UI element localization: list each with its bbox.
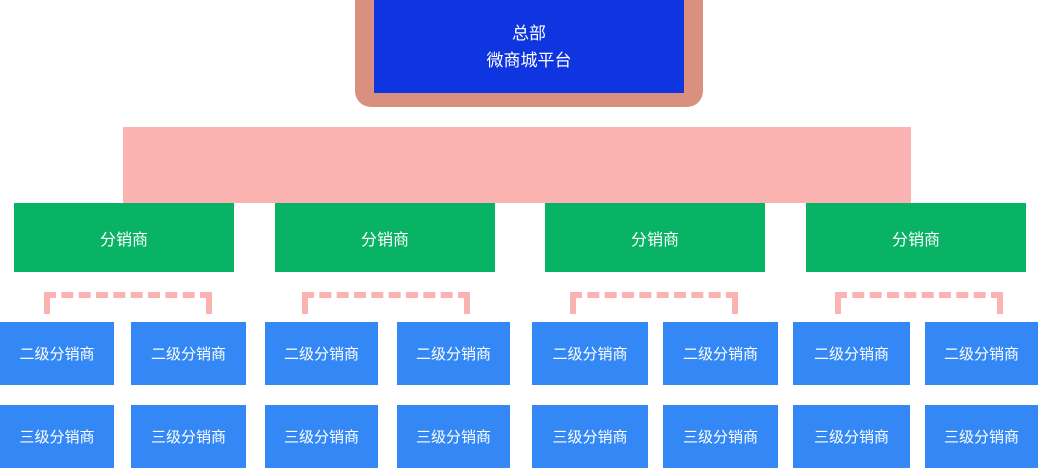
level2-node-2[interactable]: 二级分销商 [131,322,246,385]
level1-node-4[interactable]: 分销商 [806,203,1026,272]
level2-node-3-label: 二级分销商 [283,346,359,363]
level3-node-6[interactable]: 三级分销商 [663,405,778,468]
level1-node-4-label: 分销商 [891,231,940,249]
bracket-2-horizontal-line [302,292,470,298]
level2-node-4[interactable]: 二级分销商 [397,322,510,385]
level1-node-1-label: 分销商 [99,231,148,249]
root-node-line1: 总部 [512,23,546,43]
level3-node-3-label: 三级分销商 [283,429,359,446]
level1-node-3[interactable]: 分销商 [545,203,765,272]
level1-to-level2-bracket-2 [302,292,470,314]
root-node-line2: 微商城平台 [486,50,572,70]
level2-node-5-label: 二级分销商 [552,346,628,363]
level2-node-7[interactable]: 二级分销商 [793,322,910,385]
bracket-4-horizontal-line [835,292,1003,298]
level1-node-1[interactable]: 分销商 [14,203,234,272]
bracket-1-right-stub [206,298,212,314]
root-to-level1-connector-bar [123,127,911,203]
level3-node-5-label: 三级分销商 [552,429,628,446]
bracket-1-horizontal-line [44,292,212,298]
level3-node-1[interactable]: 三级分销商 [0,405,114,468]
bracket-3-horizontal-line [570,292,738,298]
level3-node-7-label: 三级分销商 [813,429,889,446]
level1-to-level2-bracket-3 [570,292,738,314]
level3-node-4[interactable]: 三级分销商 [397,405,510,468]
level2-node-2-label: 二级分销商 [150,346,226,363]
level3-node-2-label: 三级分销商 [150,429,226,446]
level2-node-6[interactable]: 二级分销商 [663,322,778,385]
level2-node-1-label: 二级分销商 [19,346,95,363]
bracket-2-left-stub [302,298,308,314]
level2-node-8[interactable]: 二级分销商 [925,322,1038,385]
level2-node-5[interactable]: 二级分销商 [532,322,648,385]
level1-node-2-label: 分销商 [360,231,409,249]
bracket-3-left-stub [570,298,576,314]
bracket-4-left-stub [835,298,841,314]
level3-node-8[interactable]: 三级分销商 [925,405,1038,468]
level3-node-3[interactable]: 三级分销商 [265,405,378,468]
level2-node-4-label: 二级分销商 [415,346,491,363]
root-node-headquarters[interactable]: 总部 微商城平台 [374,0,684,93]
level1-node-2[interactable]: 分销商 [275,203,495,272]
level3-node-5[interactable]: 三级分销商 [532,405,648,468]
level3-node-8-label: 三级分销商 [943,429,1019,446]
level2-node-7-label: 二级分销商 [813,346,889,363]
bracket-3-right-stub [732,298,738,314]
level2-node-6-label: 二级分销商 [682,346,758,363]
level3-node-2[interactable]: 三级分销商 [131,405,246,468]
level3-node-4-label: 三级分销商 [415,429,491,446]
level1-to-level2-bracket-4 [835,292,1003,314]
bracket-4-right-stub [997,298,1003,314]
level2-node-8-label: 二级分销商 [943,346,1019,363]
level3-node-7[interactable]: 三级分销商 [793,405,910,468]
bracket-2-right-stub [464,298,470,314]
level2-node-1[interactable]: 二级分销商 [0,322,114,385]
level1-node-3-label: 分销商 [630,231,679,249]
bracket-1-left-stub [44,298,50,314]
level2-node-3[interactable]: 二级分销商 [265,322,378,385]
level3-node-6-label: 三级分销商 [682,429,758,446]
level3-node-1-label: 三级分销商 [19,429,95,446]
level1-to-level2-bracket-1 [44,292,212,314]
